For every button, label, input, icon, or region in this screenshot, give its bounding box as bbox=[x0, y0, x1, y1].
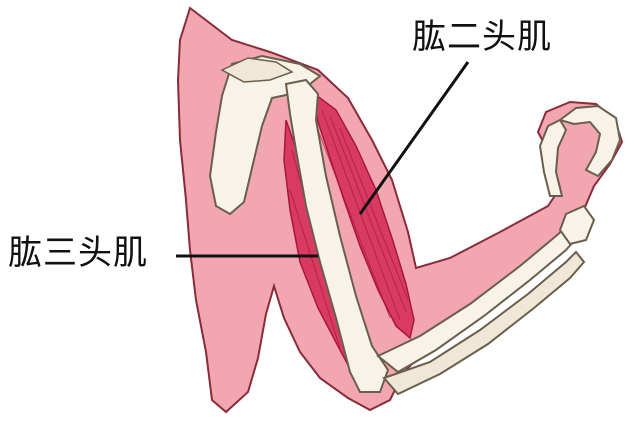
finger-bones-upper bbox=[557, 104, 622, 178]
biceps-fibers bbox=[317, 109, 409, 321]
finger-bones bbox=[538, 118, 568, 197]
ulna-bone bbox=[382, 250, 586, 396]
acromion-bone bbox=[220, 57, 294, 83]
humerus-bone bbox=[284, 78, 390, 393]
biceps-label: 肱二头肌 bbox=[412, 17, 552, 57]
biceps-leader-line bbox=[358, 61, 470, 215]
triceps-label: 肱三头肌 bbox=[8, 233, 148, 273]
hand-bones bbox=[538, 104, 622, 246]
biceps-muscle bbox=[310, 90, 415, 340]
scapula-bone bbox=[208, 54, 322, 216]
carpal-bones bbox=[558, 204, 596, 246]
